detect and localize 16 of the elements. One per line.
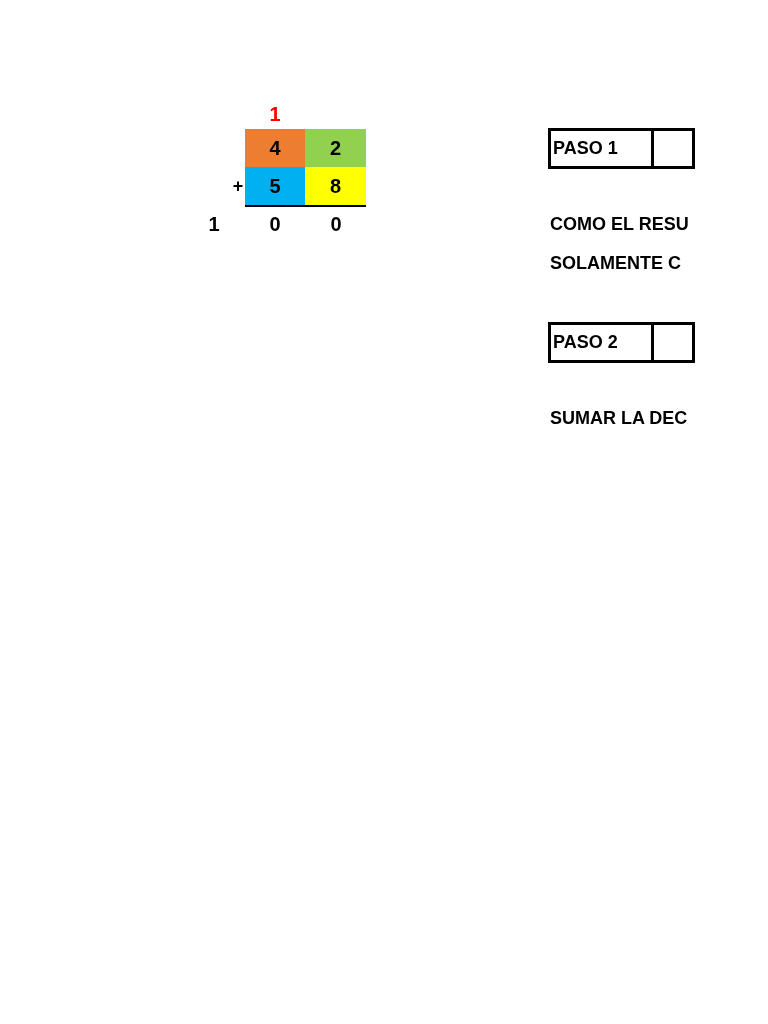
instruction-text: SUMAR LA DEC xyxy=(550,407,688,429)
sum-digit: 1 xyxy=(208,212,220,236)
answer-box xyxy=(651,322,695,363)
digit-cell: 5 xyxy=(245,167,305,207)
instruction-text: SOLAMENTE C xyxy=(550,252,681,274)
step-label-cell: PASO 1 xyxy=(548,128,654,169)
plus-sign: + xyxy=(232,175,244,197)
answer-box xyxy=(651,128,695,169)
sum-digit: 0 xyxy=(330,212,342,236)
digit-cell: 4 xyxy=(245,129,305,167)
digit-cell: 8 xyxy=(305,167,366,207)
step-label-cell: PASO 2 xyxy=(548,322,654,363)
instruction-text: COMO EL RESU xyxy=(550,213,689,235)
sum-digit: 0 xyxy=(269,212,281,236)
carry-digit: 1 xyxy=(269,102,281,126)
digit-cell: 2 xyxy=(305,129,366,167)
